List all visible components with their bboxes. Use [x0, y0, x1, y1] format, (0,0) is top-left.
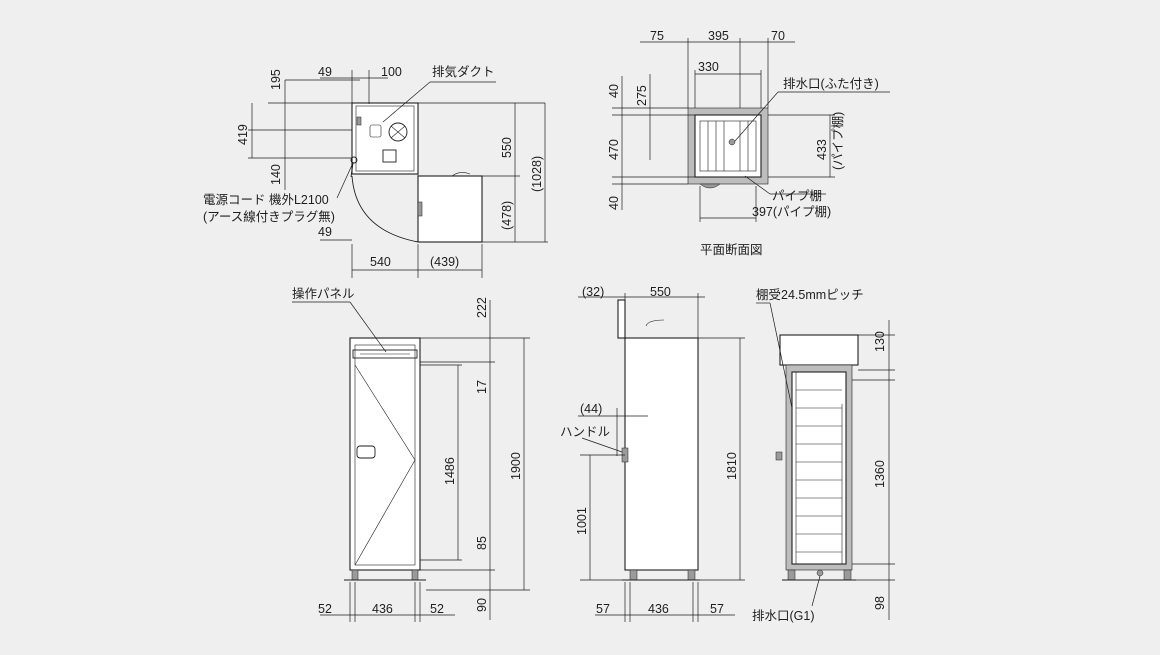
top-view-body — [351, 102, 419, 175]
dim-395: 395 — [708, 29, 729, 43]
dim-1001: 1001 — [575, 507, 589, 535]
dim-550-top: 550 — [500, 137, 514, 158]
dim-1900: 1900 — [509, 452, 523, 480]
dim-275: 275 — [635, 85, 649, 106]
plan-section: 75 395 70 330 275 40 470 40 433 (パイプ棚) 3… — [607, 29, 890, 257]
dim-1360: 1360 — [873, 460, 887, 488]
dim-90: 90 — [475, 598, 489, 612]
dim-330: 330 — [698, 60, 719, 74]
dim-1486: 1486 — [443, 457, 457, 485]
dim-32: (32) — [582, 285, 604, 299]
dim-433-note: (パイプ棚) — [830, 112, 845, 170]
dim-550-side: 550 — [650, 285, 671, 299]
dim-49-top: 49 — [318, 65, 332, 79]
section-view: 130 1360 98 棚受24.5mmピッチ 排水口(G1) — [752, 287, 895, 623]
dim-57-right: 57 — [710, 602, 724, 616]
label-drain-cap: 排水口(ふた付き) — [783, 77, 879, 91]
section-shelves — [796, 389, 842, 553]
dim-44: (44) — [580, 402, 602, 416]
exhaust-duct-outlet — [388, 122, 408, 142]
front-handle — [356, 445, 376, 459]
dim-75: 75 — [650, 29, 664, 43]
dim-100: 100 — [381, 65, 402, 79]
label-operation-panel: 操作パネル — [292, 286, 355, 301]
label-earth-plug: (アース線付きプラグ無) — [203, 209, 335, 224]
label-handle: ハンドル — [560, 425, 610, 439]
dim-40-top: 40 — [607, 84, 621, 98]
dim-52-right: 52 — [430, 602, 444, 616]
dim-70: 70 — [771, 29, 785, 43]
dim-98: 98 — [873, 596, 887, 610]
label-drain-g1: 排水口(G1) — [752, 609, 815, 623]
label-pipe-shelf: パイプ棚 — [772, 188, 822, 203]
dim-140: 140 — [269, 164, 283, 185]
label-plan-section-title: 平面断面図 — [700, 242, 763, 257]
label-exhaust-duct: 排気ダクト — [432, 64, 495, 79]
side-view-body — [624, 337, 699, 571]
dim-130: 130 — [873, 331, 887, 352]
front-operation-panel — [352, 349, 418, 359]
dim-57-left: 57 — [596, 602, 610, 616]
dim-49-bottom: 49 — [318, 225, 332, 239]
dim-470: 470 — [607, 139, 621, 160]
dim-17: 17 — [475, 380, 489, 394]
label-power-cord: 電源コード 機外L2100 — [203, 192, 329, 207]
section-top-compartment — [779, 334, 859, 366]
drain-g1-fitting — [816, 569, 824, 577]
dim-478: (478) — [500, 201, 514, 230]
top-view-lower-box — [417, 175, 483, 243]
side-view: (32) 550 (44) 1810 1001 57 436 57 ハンドル — [560, 285, 745, 622]
dim-1810: 1810 — [725, 452, 739, 480]
dim-222: 222 — [475, 297, 489, 318]
dim-439: (439) — [430, 255, 459, 269]
dim-40-bottom: 40 — [607, 196, 621, 210]
dim-85: 85 — [475, 536, 489, 550]
dim-397: 397(パイプ棚) — [752, 204, 831, 219]
dim-52-left: 52 — [318, 602, 332, 616]
label-shelf-pitch: 棚受24.5mmピッチ — [756, 287, 864, 302]
dim-436-side: 436 — [648, 602, 669, 616]
dim-419: 419 — [236, 124, 250, 145]
dim-195: 195 — [269, 69, 283, 90]
top-view: 195 49 100 419 140 49 550 (1028) (478) 5… — [203, 64, 548, 278]
front-view: 222 17 1486 1900 85 90 52 436 52 操作パネル — [292, 286, 530, 622]
front-view-body — [349, 337, 421, 571]
dim-433: 433 — [815, 139, 829, 160]
dim-540: 540 — [370, 255, 391, 269]
dim-436-front: 436 — [372, 602, 393, 616]
dim-1028: (1028) — [530, 156, 544, 192]
